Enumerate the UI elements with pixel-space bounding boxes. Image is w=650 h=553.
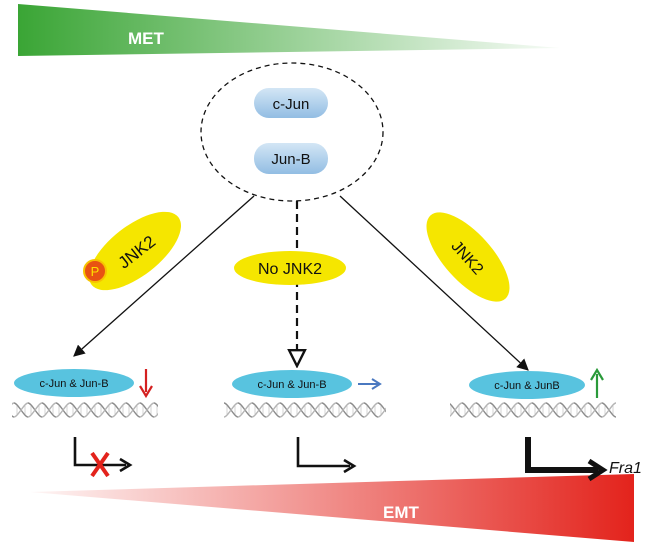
transcription-arrow-center bbox=[296, 437, 357, 474]
target-center: c-Jun & Jun-B bbox=[232, 370, 352, 398]
transcription-arrow-left bbox=[73, 437, 133, 473]
phospho-symbol: P bbox=[91, 264, 100, 279]
target-right: c-Jun & JunB bbox=[469, 371, 585, 399]
jun-b-pill bbox=[254, 143, 328, 174]
target-left-label: c-Jun & Jun-B bbox=[39, 378, 108, 390]
target-center-label: c-Jun & Jun-B bbox=[257, 379, 326, 391]
target-right-label: c-Jun & JunB bbox=[494, 380, 559, 392]
ap1-complex: c-Jun Jun-B bbox=[200, 62, 384, 202]
arrow-left-pathway bbox=[73, 195, 255, 357]
up-arrow-icon bbox=[590, 367, 604, 398]
no-jnk2-center: No JNK2 bbox=[234, 251, 346, 285]
fra1-gene-label: Fra1 bbox=[609, 460, 642, 477]
met-label: MET bbox=[128, 29, 165, 48]
jun-b-label: Jun-B bbox=[271, 151, 310, 168]
down-arrow-icon bbox=[139, 369, 153, 399]
jnk2-right: JNK2 bbox=[426, 212, 510, 302]
dna-left bbox=[12, 401, 158, 421]
complex-outline bbox=[200, 62, 384, 202]
c-jun-pill bbox=[254, 88, 328, 118]
red-x-icon bbox=[90, 451, 110, 478]
dna-center bbox=[224, 401, 386, 421]
emt-gradient: EMT bbox=[30, 474, 634, 542]
no-jnk2-label: No JNK2 bbox=[258, 261, 322, 278]
target-left: c-Jun & Jun-B bbox=[14, 369, 134, 397]
dna-right bbox=[450, 401, 616, 421]
phospho-icon bbox=[83, 259, 107, 283]
emt-label: EMT bbox=[383, 503, 420, 522]
right-arrow-icon bbox=[358, 378, 382, 390]
met-gradient: MET bbox=[18, 4, 560, 56]
c-jun-label: c-Jun bbox=[273, 96, 310, 113]
jnk2-phospho-left: P JNK2 bbox=[83, 211, 181, 291]
arrow-right-pathway bbox=[339, 195, 529, 371]
transcription-arrow-right bbox=[525, 437, 608, 482]
